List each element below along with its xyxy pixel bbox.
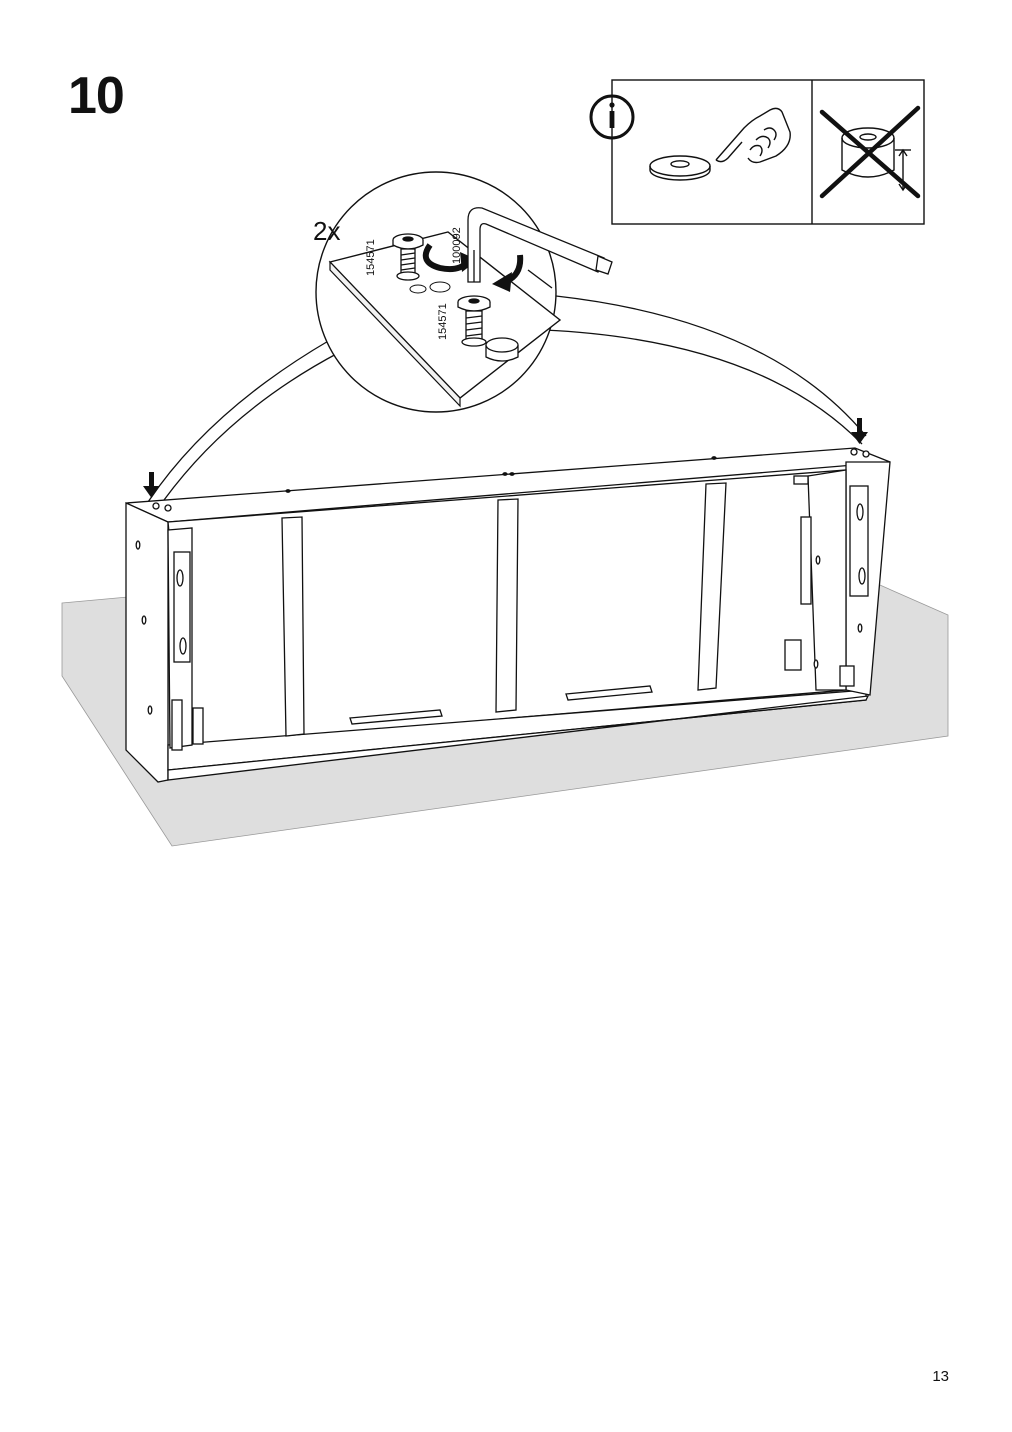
cross-icon [819,105,921,199]
step-number: 10 [68,67,125,125]
detail-bubble: 2x 154571 100092 154571 [147,171,867,503]
arrow-down-left [143,472,160,498]
quantity-label: 2x [313,216,340,246]
arrow-down-right [851,418,868,444]
frame-body [125,447,891,783]
screw-top [392,233,424,281]
page-number: 13 [932,1368,949,1385]
incorrect-cap-illustration [841,127,911,192]
cap-knob [485,337,519,362]
hex-key [467,207,613,283]
part-number-hex-key: 100092 [451,227,463,264]
part-number-screw-top: 154571 [365,239,377,276]
part-number-screw-bottom: 154571 [437,303,449,340]
pointing-hand-icon [715,107,791,164]
info-panel [589,79,925,225]
cover-cap-icon [649,155,711,181]
screw-bottom [457,295,491,347]
info-icon [589,94,635,140]
